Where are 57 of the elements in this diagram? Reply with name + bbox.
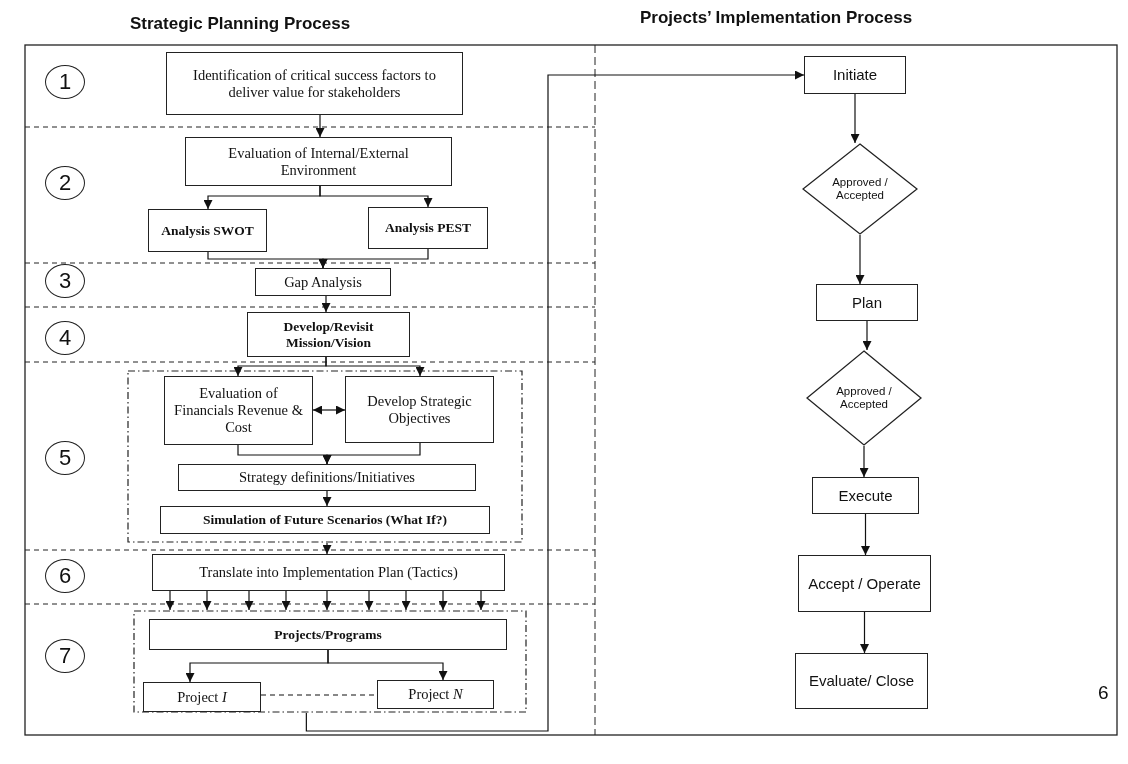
process-box: Execute <box>812 477 919 514</box>
process-box: Translate into Implementation Plan (Tactics) <box>152 554 505 591</box>
arrow <box>322 590 332 611</box>
arrow <box>860 611 869 654</box>
arrow <box>325 356 425 377</box>
process-box: Simulation of Future Scenarios (What If?) <box>160 506 490 534</box>
arrow <box>322 442 421 465</box>
arrow <box>861 513 870 556</box>
arrow <box>244 590 254 611</box>
decision-label: Approved / Accepted <box>835 384 893 412</box>
step-number-circle: 4 <box>45 321 85 355</box>
arrow <box>305 70 805 732</box>
step-number-circle: 3 <box>45 264 85 298</box>
arrow <box>476 590 486 611</box>
arrow <box>364 590 374 611</box>
process-box: Identification of critical success factors to deliver value for stakeholders <box>166 52 463 115</box>
arrow <box>862 320 872 351</box>
arrow <box>281 590 291 611</box>
arrow <box>322 542 332 555</box>
step-number-circle: 1 <box>45 65 85 99</box>
arrow <box>312 405 346 415</box>
arrow <box>321 295 331 313</box>
process-box: Develop Strategic Objectives <box>345 376 494 443</box>
arrow <box>859 445 869 478</box>
process-box: Plan <box>816 284 918 321</box>
step-number-circle: 5 <box>45 441 85 475</box>
process-box: Initiate <box>804 56 906 94</box>
process-box: Analysis PEST <box>368 207 488 249</box>
process-box: Develop/Revisit Mission/Vision <box>247 312 410 357</box>
arrow <box>401 590 411 611</box>
arrow <box>318 248 429 269</box>
process-box: Analysis SWOT <box>148 209 267 252</box>
page-number: 6 <box>1098 682 1109 704</box>
arrow <box>165 590 175 611</box>
arrow <box>319 185 433 208</box>
step-number-circle: 7 <box>45 639 85 673</box>
process-box: Evaluation of Financials Revenue & Cost <box>164 376 313 445</box>
process-box: Project I <box>143 682 261 712</box>
step-number-circle: 2 <box>45 166 85 200</box>
arrow <box>327 649 448 681</box>
column-heading: Projects’ Implementation Process <box>640 8 913 28</box>
process-box: Evaluate/ Close <box>795 653 928 709</box>
process-box: Strategy definitions/Initiatives <box>178 464 476 491</box>
arrow <box>850 93 860 144</box>
arrow <box>855 234 865 285</box>
process-box: Accept / Operate <box>798 555 931 612</box>
arrow <box>202 590 212 611</box>
arrow <box>322 490 332 507</box>
process-box: Projects/Programs <box>149 619 507 650</box>
process-box: Evaluation of Internal/External Environment <box>185 137 452 186</box>
arrow <box>438 590 448 611</box>
process-box: Gap Analysis <box>255 268 391 296</box>
column-heading: Strategic Planning Process <box>130 14 351 34</box>
step-number-circle: 6 <box>45 559 85 593</box>
process-box: Project N <box>377 680 494 709</box>
decision-label: Approved / Accepted <box>831 175 889 203</box>
arrow <box>315 114 325 138</box>
